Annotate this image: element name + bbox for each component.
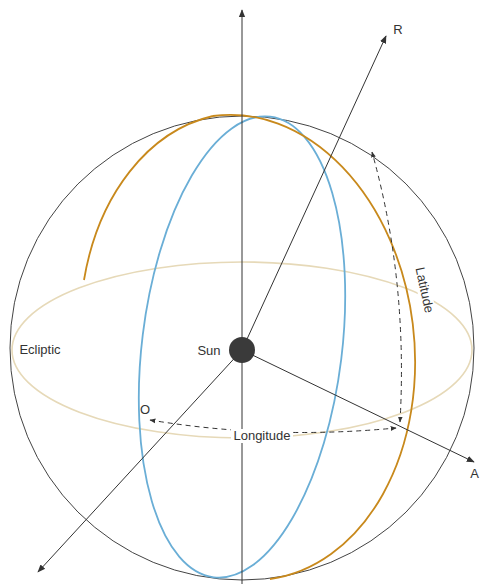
axis-letter: A xyxy=(468,467,481,481)
latitude-label: Latitude xyxy=(412,264,436,316)
plane-label: Ecliptic xyxy=(17,343,62,357)
sun-disc xyxy=(229,337,255,363)
axis-letter: R xyxy=(391,23,404,37)
r-axis xyxy=(242,36,386,350)
latitude-arc xyxy=(372,152,401,422)
polar-axis xyxy=(242,10,243,584)
sun-label: Sun xyxy=(195,344,222,358)
orange-great-circle xyxy=(213,115,415,579)
longitude-label: Longitude xyxy=(231,429,292,443)
a-axis xyxy=(242,350,474,462)
orange-great-circle-back xyxy=(84,116,213,280)
origin-letter: O xyxy=(138,403,152,417)
o-axis xyxy=(38,350,242,572)
